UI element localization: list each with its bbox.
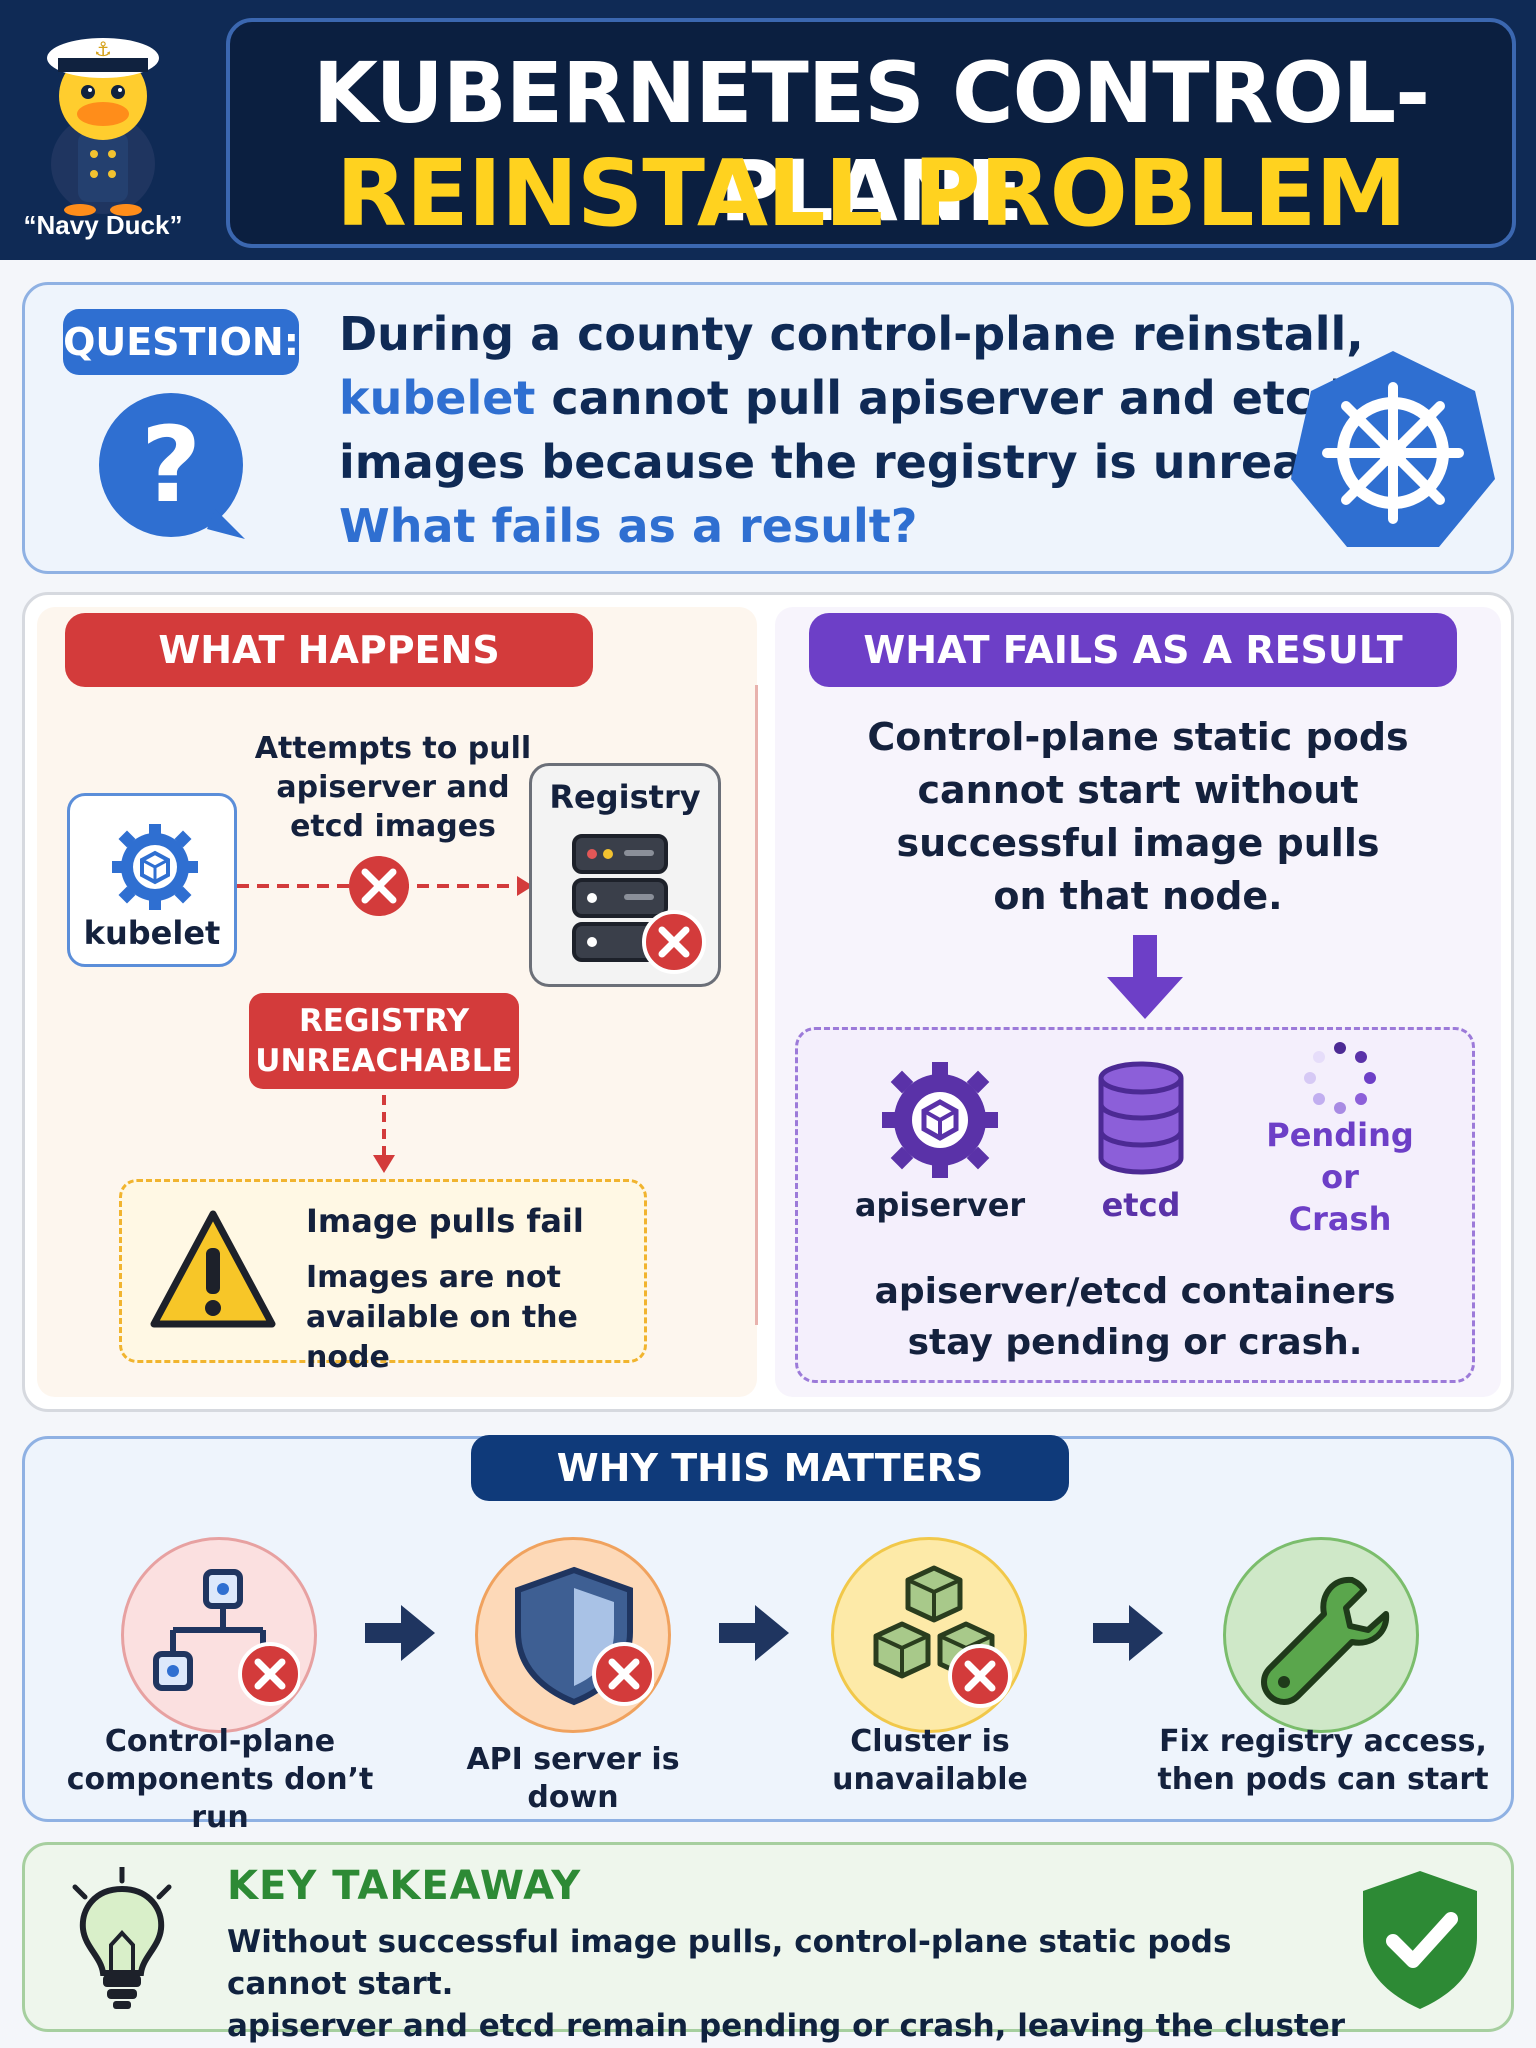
panel-divider [755,685,758,1325]
image-pulls-fail-box: Image pulls fail Images are not availabl… [119,1179,647,1375]
question-card: QUESTION: ? During a county control-plan… [22,282,1514,574]
takeaway-line1: Without successful image pulls, control-… [227,1924,1232,2002]
wrench-icon [1261,1576,1390,1705]
registry-label: Registry [549,778,701,816]
pending-line3: Crash [1288,1200,1392,1238]
cubes-icon [873,1565,1012,1708]
step3-line1: Cluster is [850,1724,1010,1759]
pending-line2: or [1321,1158,1359,1196]
flow-arrow-2 [719,1605,789,1661]
takeaway-title: KEY TAKEAWAY [227,1863,582,1909]
check-shield-icon [1363,1871,1477,2009]
question-badge: QUESTION: [63,309,299,375]
why-this-matters-card: WHY THIS MATTERS Control-plane component… [22,1435,1514,1835]
question-line4: What fails as a result? [339,499,918,553]
step-circle-api-down [475,1537,671,1733]
question-line2: kubelet cannot pull apiserver and etcd [339,371,1345,425]
warning-triangle-icon [150,1210,276,1328]
spinner-icon [1304,1042,1376,1114]
question-line1: During a county control-plane reinstall, [339,307,1364,361]
what-fails-header: WHAT FAILS AS A RESULT [809,613,1457,687]
down-arrow-icon [1107,935,1183,1019]
unreachable-line1: REGISTRY [298,1003,470,1039]
explanation-card: WHAT HAPPENS WHAT FAILS AS A RESULT [22,592,1514,1412]
key-takeaway-card: KEY TAKEAWAY Without successful image pu… [22,1842,1514,2044]
static-pods-text: Control-plane static pods cannot start w… [793,711,1483,923]
server-rack-icon [572,834,706,974]
static-pods-line2: cannot start without [917,768,1359,812]
question-bubble-icon: ? [99,393,245,539]
failing-pods-box: apiserver etcd Pend [795,1027,1475,1383]
database-icon [1098,1061,1184,1175]
takeaway-line2: apiserver and etcd remain pending or cra… [227,2008,1346,2044]
step-label-cluster: Cluster is unavailable [795,1723,1065,1799]
mascot-label: “Navy Duck” [23,210,183,240]
step-circle-components [121,1537,317,1733]
warn-title: Image pulls fail [306,1202,584,1240]
question-kubelet-highlight: kubelet [339,371,536,425]
title-box: KUBERNETES CONTROL-PLANE REINSTALL PROBL… [226,18,1516,248]
svg-text:?: ? [141,404,201,526]
step1-line2: components don’t run [66,1762,374,1835]
warn-desc-line2: available on the node [306,1300,578,1375]
step-label-components: Control-plane components don’t run [35,1723,405,1837]
consequence-text: apiserver/etcd containers stay pending o… [798,1266,1472,1368]
unreachable-line2: UNREACHABLE [255,1043,513,1079]
gear-cube-icon [112,824,198,910]
why-this-matters-header: WHY THIS MATTERS [471,1435,1069,1501]
pending-line1: Pending [1266,1116,1414,1154]
warn-description: Images are not available on the node [306,1258,644,1378]
kubelet-label: kubelet [83,914,221,952]
takeaway-text: Without successful image pulls, control-… [227,1921,1347,2048]
kubelet-box: kubelet [67,793,237,967]
step4-line1: Fix registry access, [1159,1724,1487,1759]
step-label-api-down: API server is down [466,1742,680,1815]
static-pods-line3: successful image pulls [896,821,1380,865]
svg-text:⚓: ⚓ [94,37,112,61]
warn-desc-line1: Images are not [306,1260,561,1295]
page-title-line2: REINSTALL PROBLEM [336,140,1407,247]
down-dashed-arrow [373,1095,395,1173]
apiserver-gear-icon [882,1062,998,1178]
duck-mascot-icon: ⚓ [47,37,159,216]
flow-arrow-1 [365,1605,435,1661]
attempts-text: Attempts to pull apiserver and etcd imag… [254,731,532,844]
question-line2-rest: cannot pull apiserver and etcd [535,371,1346,425]
step-label-fix: Fix registry access, then pods can start [1155,1723,1491,1799]
network-nodes-icon [153,1569,300,1706]
step-circle-fix [1223,1537,1419,1733]
step4-line2: then pods can start [1157,1762,1489,1797]
failed-pull-arrow [237,856,533,916]
etcd-label: etcd [1101,1186,1181,1224]
registry-unreachable-badge: REGISTRY UNREACHABLE [249,993,519,1089]
step1-line1: Control-plane [104,1724,336,1759]
static-pods-line1: Control-plane static pods [867,715,1409,759]
consequence-line1: apiserver/etcd containers [874,1271,1396,1312]
pending-or-crash-label: Pending or Crash [1250,1114,1430,1240]
kubernetes-helm-icon [1291,351,1495,547]
flow-arrow-3 [1093,1605,1163,1661]
apiserver-label: apiserver [854,1186,1026,1224]
lightbulb-icon [72,1867,172,2009]
header-banner: ⚓ “Navy Duck” KUBERNETES CONTROL-PLANE R… [0,0,1536,260]
step3-line2: unavailable [832,1762,1028,1797]
what-happens-header: WHAT HAPPENS [65,613,593,687]
registry-box: Registry [529,763,721,987]
static-pods-line4: on that node. [993,874,1283,918]
page-title-line1: KUBERNETES CONTROL-PLANE [312,44,1430,240]
consequence-line2: stay pending or crash. [907,1322,1363,1363]
shield-icon [515,1566,654,1706]
step-circle-cluster [831,1537,1027,1733]
